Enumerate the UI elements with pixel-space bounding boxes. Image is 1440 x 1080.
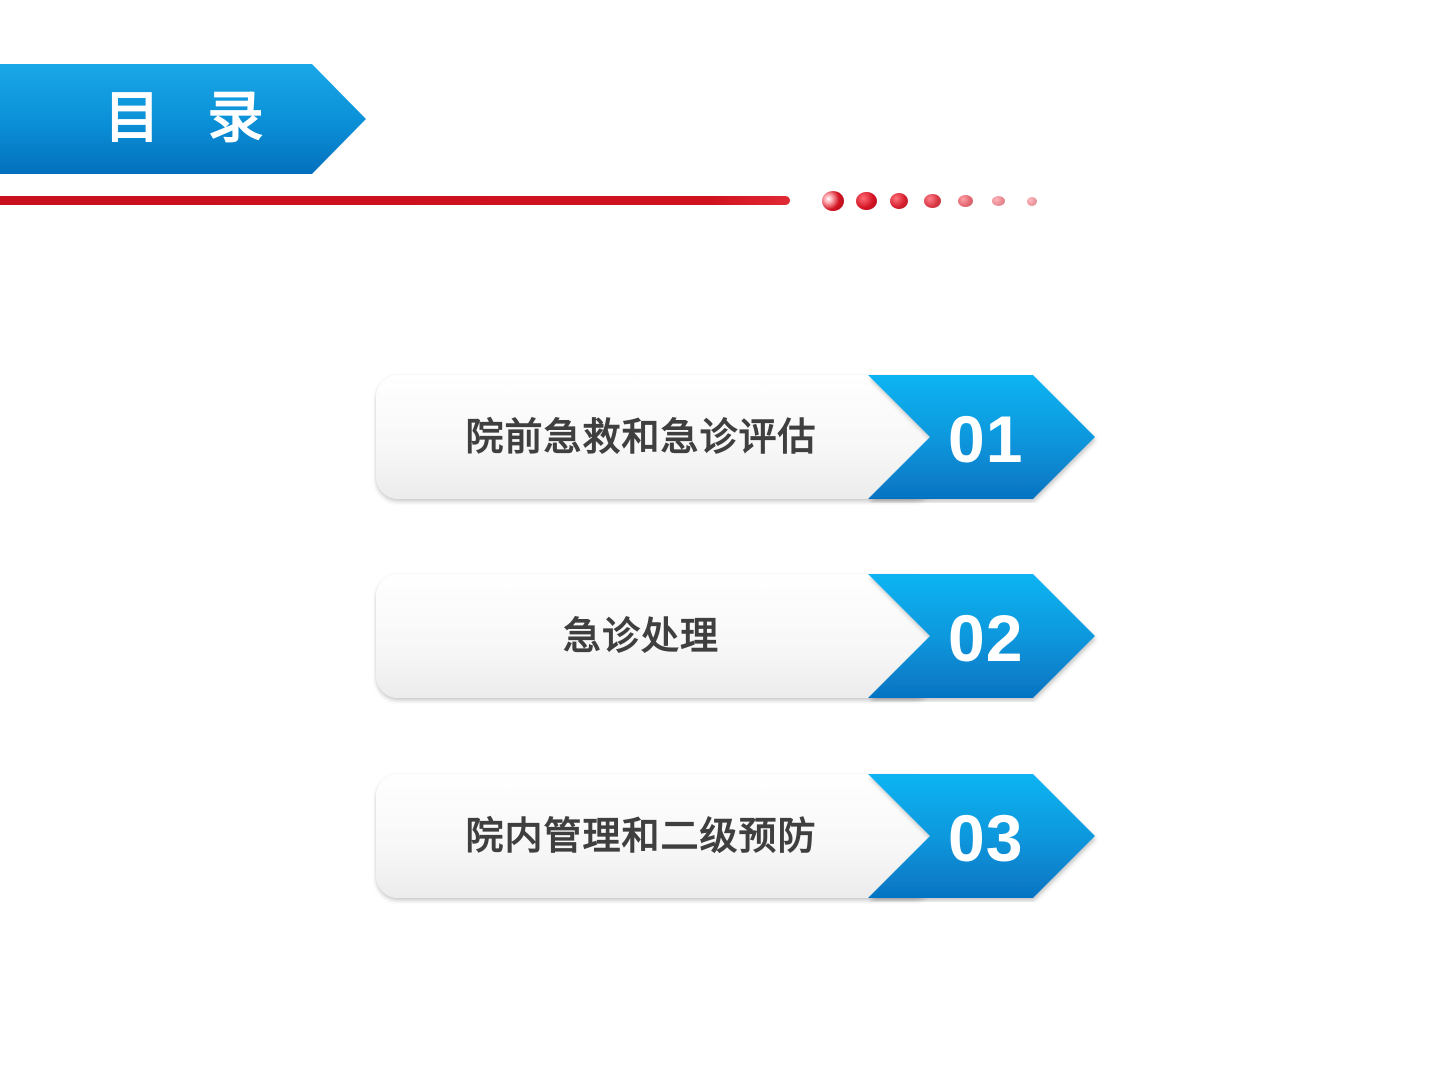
decorative-dot-icon xyxy=(856,192,877,210)
menu-item-number: 02 xyxy=(948,601,1024,675)
menu-item-number: 01 xyxy=(948,402,1024,476)
menu-item-1[interactable]: 院前急救和急诊评估 01 xyxy=(376,375,1098,503)
menu-card xyxy=(376,375,936,499)
menu-item-label: 急诊处理 xyxy=(562,614,719,658)
menu-item-number: 03 xyxy=(948,801,1024,875)
page-title: 目 录 xyxy=(104,86,278,151)
menu-item-label: 院前急救和急诊评估 xyxy=(465,415,817,459)
title-banner: 目 录 xyxy=(0,64,368,174)
menu-arrow-shape xyxy=(868,774,1098,902)
menu-card xyxy=(376,774,936,898)
red-divider-line xyxy=(0,196,790,205)
menu-arrow-shape xyxy=(868,574,1098,702)
menu-item-2[interactable]: 急诊处理 02 xyxy=(376,574,1098,702)
menu-card xyxy=(376,574,936,698)
decorative-dot-icon xyxy=(1027,197,1037,206)
decorative-dot-icon xyxy=(924,194,941,208)
decorative-dot-icon xyxy=(822,191,844,211)
menu-item-3[interactable]: 院内管理和二级预防 03 xyxy=(376,774,1098,902)
decorative-dot-icon xyxy=(992,196,1005,206)
menu-item-label: 院内管理和二级预防 xyxy=(465,814,817,858)
decorative-dot-icon xyxy=(958,195,973,207)
title-banner-arrow-shape xyxy=(0,64,366,174)
menu-arrow-shape xyxy=(868,375,1098,503)
decorative-dot-icon xyxy=(890,193,908,209)
